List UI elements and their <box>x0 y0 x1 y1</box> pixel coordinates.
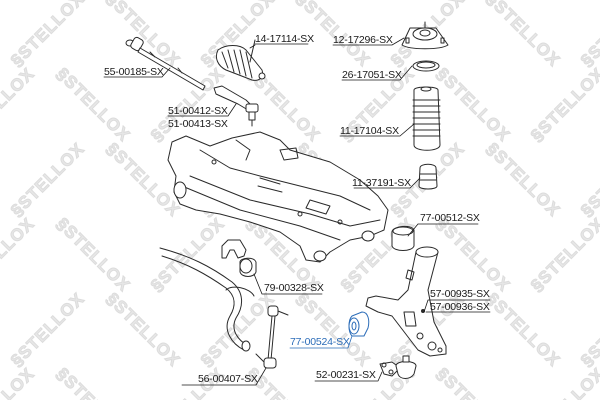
part-label-stabilizer-link[interactable]: 56-00407-SX <box>198 373 258 385</box>
strut-bearing-drawing <box>412 60 440 72</box>
steering-boot-drawing <box>215 39 266 81</box>
part-label-front-bushing-highlighted[interactable]: 77-00524-SX <box>290 336 350 348</box>
part-label-control-arm-left[interactable]: 57-00935-SX <box>430 288 490 300</box>
inner-tie-rod-drawing <box>125 36 206 91</box>
stabilizer-bushing-drawing <box>221 239 257 277</box>
part-label-tie-rod-end-right[interactable]: 51-00413-SX <box>168 118 228 130</box>
part-label-dust-boot[interactable]: 11-17104-SX <box>340 125 399 137</box>
lower-control-arm-drawing <box>365 246 447 357</box>
ball-joint-drawing <box>379 355 417 379</box>
bump-stop-drawing <box>418 163 438 190</box>
part-label-stabilizer-bushing[interactable]: 79-00328-SX <box>264 282 324 294</box>
part-label-tie-rod-end-left[interactable]: 51-00412-SX <box>168 105 228 117</box>
stabilizer-link-drawing <box>255 305 289 369</box>
leader-lines <box>103 37 491 386</box>
dust-boot-drawing <box>412 86 441 151</box>
rear-bushing-drawing <box>391 225 415 251</box>
part-label-top-mount[interactable]: 12-17296-SX <box>333 34 393 46</box>
subframe-drawing <box>167 131 389 263</box>
part-label-strut-bearing[interactable]: 26-17051-SX <box>342 69 402 81</box>
part-label-control-arm-right[interactable]: 57-00936-SX <box>430 301 490 313</box>
part-label-rear-bushing[interactable]: 77-00512-SX <box>420 212 480 224</box>
highlight-leader-line <box>289 335 353 349</box>
part-label-inner-tie-rod[interactable]: 55-00185-SX <box>104 66 164 78</box>
part-label-ball-joint[interactable]: 52-00231-SX <box>316 369 376 381</box>
stabilizer-bar-drawing <box>159 247 255 352</box>
tie-rod-end-drawing <box>213 85 259 127</box>
top-mount-drawing <box>401 21 449 50</box>
front-bushing-drawing <box>348 311 370 337</box>
part-label-steering-boot[interactable]: 14-17114-SX <box>255 33 314 45</box>
part-label-bump-stop[interactable]: 11-37191-SX <box>352 177 411 189</box>
